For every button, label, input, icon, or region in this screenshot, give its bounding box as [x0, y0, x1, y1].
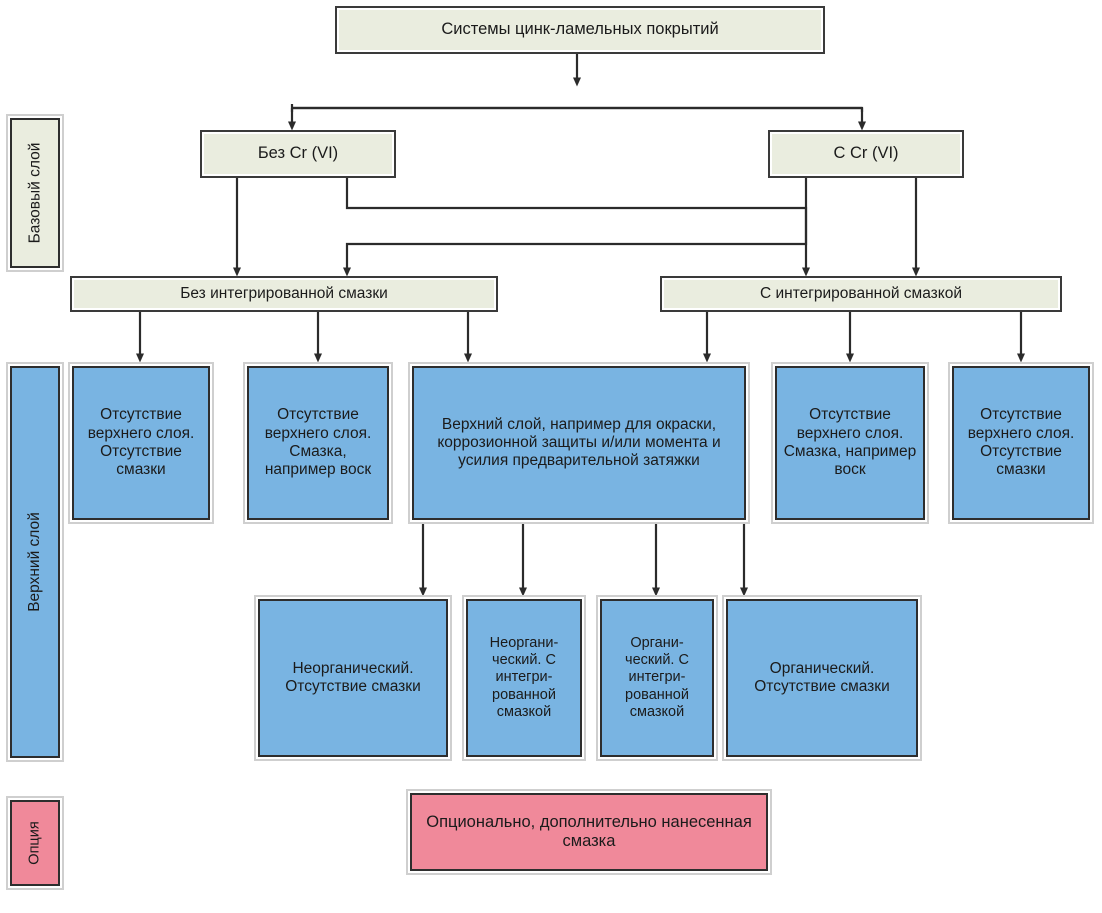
node-topcoat-main: Верхний слой, например для окраски, корр… [408, 362, 750, 524]
node-with-cr6: С Cr (VI) [768, 130, 964, 178]
node-inorganic-no-lube: Неорганический. Отсутствие смазки [254, 595, 452, 761]
node-with-integrated-lubricant-label: С интегрированной смазкой [759, 284, 962, 302]
node-no-topcoat-no-lube-left-label: Отсутствие верхнего слоя. Отсутствие сма… [87, 406, 195, 479]
node-title-label: Системы цинк-ламельных покрытий [441, 20, 719, 39]
node-no-topcoat-wax-left-label: Отсутствие верхнего слоя. Смазка, наприм… [264, 406, 372, 479]
node-organic-no-lube-label: Органический. Отсутствие смазки [754, 659, 890, 695]
node-without-integrated-lubricant: Без интегрированной смазки [70, 276, 498, 312]
node-organic-with-lube: Органи-ческий. С интегри-рованной смазко… [596, 595, 718, 761]
rail-option: Опция [6, 796, 64, 890]
node-title: Системы цинк-ламельных покрытий [335, 6, 825, 54]
rail-option-label: Опция [26, 821, 43, 865]
node-organic-no-lube: Органический. Отсутствие смазки [722, 595, 922, 761]
node-optional-lubricant-label: Опционально, дополнительно нанесенная см… [426, 812, 752, 850]
rail-base-layer-label: Базовый слой [26, 142, 44, 244]
node-without-cr6: Без Cr (VI) [200, 130, 396, 178]
node-no-topcoat-wax-right: Отсутствие верхнего слоя. Смазка, наприм… [771, 362, 929, 524]
node-with-integrated-lubricant: С интегрированной смазкой [660, 276, 1062, 312]
node-inorganic-with-lube-label: Неоргани-ческий. С интегри-рованной смаз… [489, 635, 559, 720]
node-inorganic-no-lube-label: Неорганический. Отсутствие смазки [285, 659, 421, 695]
node-without-integrated-lubricant-label: Без интегрированной смазки [180, 284, 388, 302]
node-no-topcoat-wax-right-label: Отсутствие верхнего слоя. Смазка, наприм… [783, 406, 917, 479]
rail-top-layer-label: Верхний слой [26, 512, 43, 612]
node-no-topcoat-no-lube-right: Отсутствие верхнего слоя. Отсутствие сма… [948, 362, 1094, 524]
node-no-topcoat-no-lube-right-label: Отсутствие верхнего слоя. Отсутствие сма… [967, 406, 1075, 479]
node-inorganic-with-lube: Неоргани-ческий. С интегри-рованной смаз… [462, 595, 586, 761]
rail-top-layer: Верхний слой [6, 362, 64, 762]
node-without-cr6-label: Без Cr (VI) [257, 144, 339, 163]
node-organic-with-lube-label: Органи-ческий. С интегри-рованной смазко… [625, 635, 689, 720]
edge-nocr-to-withlube [345, 178, 810, 277]
node-no-topcoat-no-lube-left: Отсутствие верхнего слоя. Отсутствие сма… [68, 362, 214, 524]
rail-base-layer: Базовый слой [6, 114, 64, 272]
node-with-cr6-label: С Cr (VI) [833, 144, 899, 163]
node-optional-lubricant: Опционально, дополнительно нанесенная см… [406, 789, 772, 875]
node-no-topcoat-wax-left: Отсутствие верхнего слоя. Смазка, наприм… [243, 362, 393, 524]
edge-withcr-to-nolube [343, 178, 808, 277]
node-topcoat-main-label: Верхний слой, например для окраски, корр… [437, 415, 721, 470]
